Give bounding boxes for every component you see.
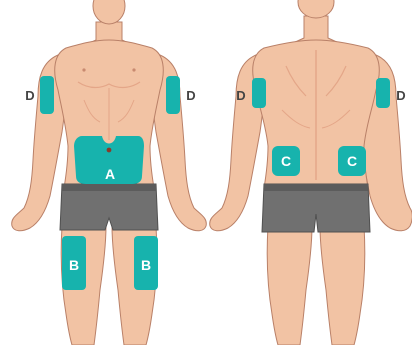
- zone-a-label: A: [105, 166, 115, 182]
- zone-c-label-right: C: [347, 153, 357, 169]
- zone-c-label-left: C: [281, 153, 291, 169]
- zone-d-arm-front-right: [40, 76, 54, 114]
- zone-d-label-front-left: D: [186, 88, 195, 103]
- zone-d-arm-back-left: [252, 78, 266, 108]
- zone-d-arm-back-right: [376, 78, 390, 108]
- navel-icon: [107, 148, 112, 153]
- back-waistband: [264, 184, 368, 191]
- zone-b-label-left: B: [141, 257, 151, 273]
- zone-d-label-back-left: D: [236, 88, 245, 103]
- zone-b-label-right: B: [69, 257, 79, 273]
- front-nipple-left: [132, 68, 135, 71]
- zone-d-arm-front-left: [166, 76, 180, 114]
- zone-d-label-back-right: D: [396, 88, 405, 103]
- back-leg-right: [320, 226, 365, 345]
- back-head: [298, 0, 334, 18]
- back-shorts: [262, 184, 370, 232]
- front-nipple-right: [82, 68, 85, 71]
- zone-d-label-front-right: D: [25, 88, 34, 103]
- back-body-figure: [210, 0, 412, 345]
- back-leg-left: [267, 226, 312, 345]
- front-head: [93, 0, 125, 24]
- front-waistband: [62, 184, 156, 191]
